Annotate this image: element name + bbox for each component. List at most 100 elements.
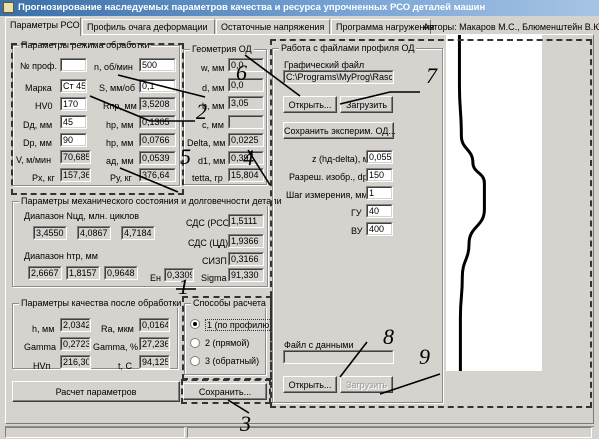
open-data-button[interactable]: Открыть... bbox=[283, 376, 337, 393]
hp-label: hp, мм bbox=[106, 138, 134, 148]
sds-rso-value: 1,5111 bbox=[228, 214, 264, 228]
prof-num-input[interactable] bbox=[60, 58, 87, 72]
n-range-max: 4,7184 bbox=[121, 226, 155, 240]
hv0-input[interactable]: 170 bbox=[60, 97, 87, 111]
graphic-file-path: C:\Programs\MyProg\RaschR bbox=[283, 70, 394, 84]
n-range-mid: 4,0867 bbox=[77, 226, 111, 240]
data-file-label: Файл с данными bbox=[284, 340, 354, 350]
geom-c-label: c, мм bbox=[202, 120, 224, 130]
status-bar bbox=[5, 426, 594, 438]
tab-page bbox=[5, 34, 594, 424]
status-cell-2 bbox=[187, 427, 592, 438]
h-range-group: Диапазон hтр, мм bbox=[22, 251, 140, 281]
hr-label: hр, мм bbox=[106, 120, 134, 130]
q-ra-label: Ra, мкм bbox=[101, 324, 134, 334]
sds-cd-value: 1,9366 bbox=[228, 234, 264, 248]
geom-c-value bbox=[228, 115, 264, 129]
dpi-label: Разреш. изобр., dpi bbox=[289, 172, 370, 182]
n-input[interactable]: 500 bbox=[139, 58, 176, 72]
n-label: n, об/мин bbox=[94, 62, 133, 72]
highlight-save bbox=[181, 379, 271, 404]
h-range-title: Диапазон hтр, мм bbox=[22, 251, 100, 261]
file-work-group: Работа с файлами профиля ОД bbox=[272, 43, 443, 403]
s-label: S, мм/об bbox=[99, 83, 136, 93]
geom-d1-value: 0,397 bbox=[228, 151, 264, 165]
calc-method-3-label[interactable]: 3 (обратный) bbox=[205, 356, 260, 366]
tab-loading-program[interactable]: Программа нагружения bbox=[331, 19, 434, 35]
quality-title: Параметры качества после обработки bbox=[19, 298, 184, 308]
geom-w-label: w, мм bbox=[201, 63, 225, 73]
profile-image bbox=[446, 35, 542, 371]
dd-label: Dд, мм bbox=[23, 120, 53, 130]
calc-method-1-label[interactable]: 1 (по профилю) bbox=[205, 319, 275, 331]
dpi-input[interactable]: 150 bbox=[366, 168, 393, 182]
geom-d1-label: d1, мм bbox=[198, 156, 226, 166]
gu-input[interactable]: 40 bbox=[366, 204, 393, 218]
ei-value: 0,3309 bbox=[164, 268, 194, 282]
calc-params-button[interactable]: Расчет параметров bbox=[12, 381, 180, 402]
tab-deformation-profile[interactable]: Профиль очага деформации bbox=[82, 19, 215, 35]
q-t-label: t, C bbox=[118, 361, 133, 371]
n-range-group: Диапазон Nцд, млн. циклов bbox=[22, 211, 142, 241]
tab-rso-params[interactable]: Параметры РСО bbox=[5, 17, 81, 36]
highlight-files-panel bbox=[270, 39, 592, 408]
geom-d-value: 0,0 bbox=[228, 78, 264, 92]
save-experimental-od-button[interactable]: Сохранить эксперим. ОД... bbox=[283, 122, 396, 139]
h-range-mid: 1,8157 bbox=[66, 266, 100, 280]
hv0-label: HV0 bbox=[35, 101, 53, 111]
q-hvp-label: HVп bbox=[33, 361, 51, 371]
v-value: 70,685 bbox=[60, 150, 91, 164]
n-range-title: Диапазон Nцд, млн. циклов bbox=[22, 211, 142, 221]
q-ra-value: 0,0164 bbox=[139, 318, 170, 332]
dd-input[interactable]: 45 bbox=[60, 115, 87, 129]
h-range-min: 2,6667 bbox=[28, 266, 62, 280]
tab-residual-stress[interactable]: Остаточные напряжения bbox=[216, 19, 330, 35]
authors-label: Авторы: Макаров М.С., Блюменштейн В.Ю. bbox=[423, 22, 599, 32]
file-work-title: Работа с файлами профиля ОД bbox=[279, 43, 417, 53]
grade-label: Марка bbox=[25, 83, 52, 93]
open-graphic-button[interactable]: Открыть... bbox=[283, 96, 337, 113]
save-button[interactable]: Сохранить... bbox=[183, 383, 267, 400]
calc-methods-title: Способы расчета bbox=[191, 298, 268, 308]
sds-cd-label: СДС (ЦД) bbox=[188, 238, 229, 248]
vu-label: ВУ bbox=[351, 226, 363, 236]
geom-b-value: 3,05 bbox=[228, 96, 264, 110]
sigma-value: 91,330 bbox=[228, 268, 264, 282]
mech-state-group: Параметры механического состояния и долг… bbox=[12, 196, 284, 287]
mech-state-title: Параметры механического состояния и долг… bbox=[19, 196, 284, 206]
z-param-input[interactable]: 0,055 bbox=[366, 150, 393, 164]
calc-method-2-radio[interactable] bbox=[190, 338, 200, 348]
q-t-value: 94,125 bbox=[139, 355, 170, 369]
highlight-calc-methods bbox=[182, 296, 272, 380]
v-label: V, м/мин bbox=[16, 155, 52, 165]
hp-value: 0,0766 bbox=[139, 133, 176, 147]
calc-method-2-label[interactable]: 2 (прямой) bbox=[205, 338, 250, 348]
sizp-value: 0,3166 bbox=[228, 252, 264, 266]
window-title: Прогнозирование наследуемых параметров к… bbox=[18, 2, 486, 13]
dr-input[interactable]: 90 bbox=[60, 133, 87, 147]
ad-value: 0,0539 bbox=[139, 151, 176, 165]
px-label: Pх, кг bbox=[32, 173, 55, 183]
q-h-value: 2,0342 bbox=[60, 318, 91, 332]
calc-method-1-radio[interactable] bbox=[190, 319, 200, 329]
step-input[interactable]: 1 bbox=[366, 186, 393, 200]
ad-label: aд, мм bbox=[106, 156, 134, 166]
q-gamma-pct-value: 27,236 bbox=[139, 337, 170, 351]
sizp-label: СИЗП bbox=[202, 256, 227, 266]
ei-label: Eн bbox=[150, 273, 161, 283]
geometry-title: Геометрия ОД bbox=[190, 44, 254, 54]
vu-input[interactable]: 400 bbox=[366, 222, 393, 236]
n-range-min: 3,4550 bbox=[33, 226, 67, 240]
graphic-file-label: Графический файл bbox=[284, 60, 365, 70]
prof-num-label: № проф. bbox=[20, 61, 57, 71]
grade-input[interactable]: Ст 45 bbox=[60, 79, 87, 93]
app-icon bbox=[3, 2, 14, 13]
geom-tetta-value: 15,804 bbox=[228, 168, 264, 182]
sds-rso-label: СДС (РСО) bbox=[186, 218, 233, 228]
q-gamma-pct-label: Gamma, % bbox=[93, 342, 139, 352]
title-bar[interactable]: Прогнозирование наследуемых параметров к… bbox=[0, 0, 599, 16]
q-hvp-value: 216,30 bbox=[60, 355, 91, 369]
geom-w-value: 0,0 bbox=[228, 58, 264, 72]
calc-method-3-radio[interactable] bbox=[190, 356, 200, 366]
